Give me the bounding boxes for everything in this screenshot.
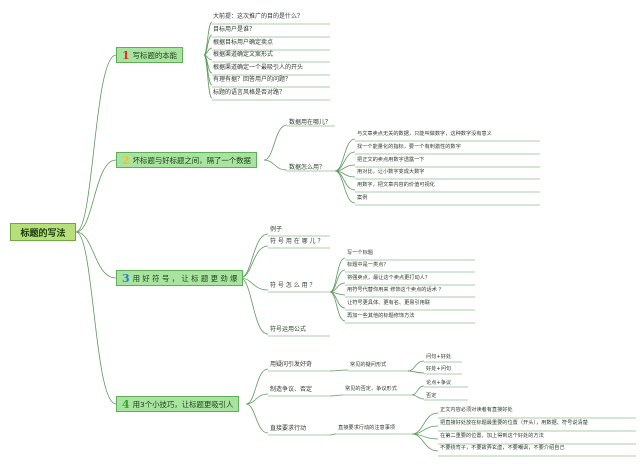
- s3-item: 写一个标题: [347, 250, 373, 256]
- connector: [411, 433, 439, 452]
- s1-item: 根据目标用户确定卖点: [213, 39, 274, 46]
- s2-item: 找一个能量化的指标，要一个有刺激性的数字: [357, 144, 461, 150]
- connector: [245, 403, 269, 434]
- s4-sub: 用疑问引发好奇: [270, 361, 313, 368]
- connector: [203, 54, 213, 99]
- s4-item: 否定: [426, 393, 437, 399]
- s4-mid: 直接要求行动的注意事项: [338, 425, 396, 431]
- connector: [329, 291, 346, 322]
- s4-item: 正文内容必须对读者有直接好处: [440, 407, 513, 413]
- s4-sub: 制造争议、否定: [270, 386, 313, 393]
- connector: [245, 393, 269, 405]
- s2-item: 用数字，把文章内容的价值可视化: [357, 182, 435, 188]
- root-node[interactable]: 标题的写法: [10, 223, 76, 241]
- connector: [263, 124, 288, 161]
- section-1-number: 1: [122, 48, 130, 62]
- section-4-node[interactable]: 4 用3个小技巧，让标题更吸引人: [116, 396, 240, 412]
- section-4-number: 4: [122, 397, 130, 411]
- connector: [239, 277, 269, 291]
- s1-item: 标题的语言风格是否对路？: [213, 89, 286, 96]
- s2-item: 与文章卖点无关的数据，只能叫做数字，这种数字没有意义: [357, 131, 492, 137]
- s3-item: 让符号更具体、更有名、更易引用联: [347, 300, 431, 306]
- connector: [203, 21, 213, 56]
- s1-item: 根据渠道确定一个最吸引人的开头: [213, 64, 304, 71]
- s4-mid: 常见的疑问形式: [350, 362, 387, 368]
- s3-item: 用符号代替你用来 修饰这个卖点的话术 ？: [347, 287, 444, 293]
- s3-sub: 符号运用公式: [270, 326, 307, 333]
- connector: [407, 370, 425, 374]
- section-2-node[interactable]: 2 坏标题与好标题之间，隔了一个数据: [116, 152, 257, 168]
- connector: [75, 231, 117, 279]
- s4-item: 不要绕弯子，不要故弄玄虚，不要嘲讽，不要介绍自己: [440, 445, 565, 451]
- connector: [411, 394, 425, 400]
- s3-sub: 符 号 怎 么 用 ？: [270, 282, 316, 289]
- s4-item: 好处+问句: [426, 366, 452, 372]
- connector: [239, 245, 269, 279]
- connector: [411, 385, 425, 396]
- connector: [239, 233, 269, 279]
- connector: [245, 368, 269, 405]
- section-2-label: 坏标题与好标题之间，隔了一个数据: [132, 155, 251, 165]
- connector: [407, 360, 425, 372]
- s4-item: 在第二重要的位置，加上得到这个好处的方法: [440, 433, 544, 439]
- connector: [334, 151, 356, 172]
- connector: [334, 138, 356, 172]
- connector: [329, 369, 349, 372]
- s1-item: 有理有据？回答用户的问题？: [213, 76, 292, 83]
- section-3-label: 用 好 符 号 ， 让 标 题 更 劲 爆: [132, 273, 238, 283]
- section-3-node[interactable]: 3 用 好 符 号 ， 让 标 题 更 劲 爆: [116, 270, 244, 286]
- s3-sub: 符 号 用 在 哪 儿 ？: [270, 238, 324, 245]
- s1-item: 根据渠道确定文案形式: [213, 51, 274, 58]
- s1-item: 目标用户是谁？: [213, 26, 256, 33]
- s3-sub: 例子: [270, 226, 283, 233]
- connector: [329, 394, 344, 397]
- s1-item: 大前提：这次推广的目的是什么？: [213, 13, 304, 20]
- s2-item: 案例: [357, 195, 368, 201]
- s4-item: 论点+争议: [426, 380, 452, 386]
- s4-mid: 常见的否定、争议形式: [345, 386, 397, 392]
- connector: [263, 159, 288, 171]
- s4-item: 把直接好处放在标题最重要的位置（开头），用数据、符号说清楚: [440, 420, 588, 426]
- section-3-number: 3: [122, 271, 130, 285]
- connector: [334, 170, 356, 204]
- s3-item: 再加一些其他的标题修饰方法: [347, 313, 415, 319]
- s2-item: 用对比，让小数字变成大数字: [357, 169, 425, 175]
- s2-sub: 数据怎么用？: [289, 164, 326, 171]
- section-4-label: 用3个小技巧，让标题更吸引人: [132, 399, 234, 409]
- connector: [75, 54, 117, 233]
- s3-item: 将强卖点，最让这个卖点更打动人？: [347, 275, 431, 281]
- connector: [75, 159, 117, 233]
- s2-item: 把正文的卖点用数字透露一下: [357, 157, 425, 163]
- root-label: 标题的写法: [20, 228, 66, 239]
- connector: [329, 291, 346, 309]
- s4-sub: 直接要求行动: [270, 425, 307, 432]
- section-1-node[interactable]: 1 写标题的本能: [116, 47, 184, 63]
- connector: [75, 231, 117, 405]
- connector: [239, 277, 269, 335]
- section-2-number: 2: [122, 153, 130, 167]
- s4-item: 问句+好处: [426, 354, 452, 360]
- section-1-label: 写标题的本能: [132, 50, 178, 60]
- connector: [411, 412, 439, 435]
- s2-sub: 数据用在哪儿？: [289, 119, 332, 126]
- s3-item: 标题中是一类点？: [347, 262, 389, 268]
- connector: [329, 433, 337, 436]
- connector: [334, 170, 356, 191]
